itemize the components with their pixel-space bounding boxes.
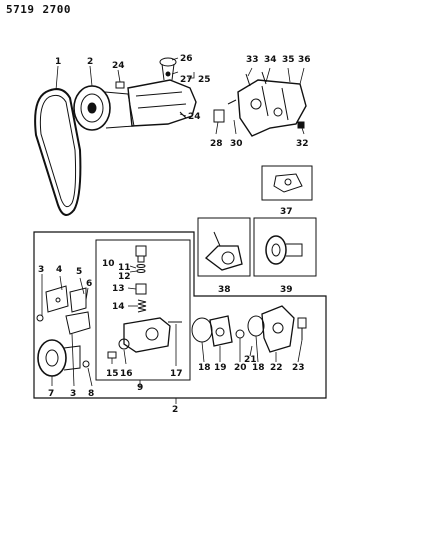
callout-6: 6 (86, 279, 92, 289)
callout-labels: 1 2 24 26 27 25 24 28 30 32 33 34 35 36 … (38, 54, 311, 415)
part-38-detail-box[interactable] (197, 217, 251, 277)
callout-13: 13 (112, 284, 125, 294)
callout-18-left: 18 (198, 363, 211, 373)
callout-8: 8 (88, 389, 94, 399)
callout-24-side: 24 (188, 112, 201, 122)
callout-18-right: 18 (252, 363, 265, 373)
reservoir-assembly[interactable] (115, 57, 197, 127)
callout-38: 38 (218, 285, 231, 295)
callout-leaders (41, 57, 305, 404)
callout-34: 34 (264, 55, 277, 65)
pump-bracket-assembly[interactable] (213, 71, 307, 137)
part-39-detail-box[interactable] (253, 217, 317, 277)
pump-cover-seal-parts[interactable] (191, 305, 307, 353)
flow-control-valve-parts[interactable] (107, 245, 182, 359)
callout-2-assembly: 2 (172, 405, 178, 415)
callout-23: 23 (292, 363, 305, 373)
diagram-header: 5719 2700 (6, 3, 79, 16)
callout-39: 39 (280, 285, 293, 295)
part-37-detail-box[interactable] (261, 165, 313, 201)
callout-16: 16 (120, 369, 133, 379)
callout-3-lower: 3 (70, 389, 76, 399)
callout-27: 27 (180, 75, 193, 85)
callout-25: 25 (198, 75, 211, 85)
callout-11: 11 (118, 263, 131, 273)
callout-36: 36 (298, 55, 311, 65)
callout-10: 10 (102, 259, 115, 269)
pump-pulley[interactable] (73, 85, 135, 131)
callout-28: 28 (210, 139, 223, 149)
callout-3-upper: 3 (38, 265, 44, 275)
catalog-code: 5719 (6, 3, 35, 16)
callout-17: 17 (170, 369, 183, 379)
drive-belt[interactable] (34, 88, 82, 216)
callout-32: 32 (296, 139, 309, 149)
callout-4: 4 (56, 265, 62, 275)
callout-15: 15 (106, 369, 119, 379)
callout-37: 37 (280, 207, 293, 217)
callout-14: 14 (112, 302, 125, 312)
callout-33: 33 (246, 55, 259, 65)
callout-35: 35 (282, 55, 295, 65)
pump-bracket-parts[interactable] (36, 285, 91, 377)
callout-1: 1 (55, 57, 61, 67)
callout-22: 22 (270, 363, 283, 373)
callout-19: 19 (214, 363, 227, 373)
section-code: 2700 (42, 3, 71, 16)
callout-12: 12 (118, 272, 131, 282)
callout-2: 2 (87, 57, 93, 67)
callout-5: 5 (76, 267, 82, 277)
exploded-view-frame (33, 231, 327, 399)
callout-7: 7 (48, 389, 54, 399)
callout-20: 20 (234, 363, 247, 373)
callout-21: 21 (244, 355, 257, 365)
callout-26: 26 (180, 54, 193, 64)
callout-9: 9 (137, 383, 143, 393)
callout-24-top: 24 (112, 61, 125, 71)
callout-30: 30 (230, 139, 243, 149)
